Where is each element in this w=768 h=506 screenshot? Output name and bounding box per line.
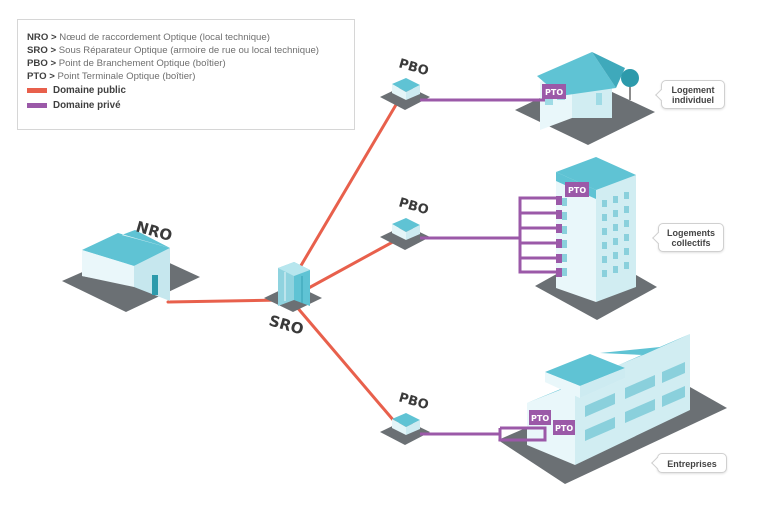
pbo-box-bottom [380, 413, 430, 445]
pbo-box-top [380, 78, 430, 110]
pto-label-office-1: PTO [531, 414, 549, 423]
legend-private: Domaine privé [27, 98, 354, 113]
pto-label-house: PTO [545, 88, 563, 97]
legend-text: Point Terminale Optique (boîtier) [57, 71, 196, 82]
cable-sro-pbo-top [294, 96, 402, 276]
sro-cabinet [264, 262, 322, 312]
pbo-top-label: PBO [397, 56, 430, 79]
pbo-box-mid [380, 218, 430, 250]
private-swatch [27, 103, 47, 108]
cable-nro-sro [166, 298, 285, 304]
callout-house-line2: individuel [671, 95, 714, 105]
callout-tower-line1: Logements [666, 228, 715, 238]
legend-abbr: PTO [27, 71, 47, 82]
pto-house [542, 84, 566, 99]
public-cables [166, 96, 402, 430]
pto-tower [565, 182, 589, 197]
pbo-mid-label: PBO [397, 195, 430, 218]
sro-label: SRO [267, 312, 306, 339]
legend-row-pto: PTO > Point Terminale Optique (boîtier) [27, 70, 354, 83]
legend-abbr: SRO [27, 45, 48, 56]
legend-public-label: Domaine public [53, 85, 126, 96]
legend-row-sro: SRO > Sous Réparateur Optique (armoire d… [27, 44, 354, 57]
nro-building [62, 230, 200, 312]
legend-arrow: > [50, 45, 57, 56]
tower-building [535, 157, 657, 320]
pto-office-1 [529, 410, 551, 425]
cable-sro-pbo-mid [303, 236, 402, 292]
pbo-bottom-label: PBO [397, 390, 430, 413]
legend-text: Nœud de raccordement Optique (local tech… [59, 32, 270, 43]
pto-boxes [529, 84, 589, 435]
pto-label-tower: PTO [568, 186, 586, 195]
legend-row-pbo: PBO > Point de Branchement Optique (boît… [27, 57, 354, 70]
legend-arrow: > [51, 32, 57, 43]
legend-abbr: NRO [27, 32, 49, 43]
private-cables [420, 98, 558, 442]
legend-row-nro: NRO > Nœud de raccordement Optique (loca… [27, 31, 354, 44]
legend-private-label: Domaine privé [53, 100, 121, 111]
cable-sro-pbo-bottom [294, 304, 402, 430]
legend: NRO > Nœud de raccordement Optique (loca… [17, 19, 355, 130]
legend-text: Point de Branchement Optique (boîtier) [58, 58, 226, 69]
legend-abbr: PBO [27, 58, 48, 69]
public-swatch [27, 88, 47, 93]
cable-tower-riser [518, 196, 558, 274]
callout-office: Entreprises [651, 453, 727, 473]
callout-house: Logement individuel [655, 80, 725, 109]
legend-arrow: > [49, 71, 55, 82]
legend-arrow: > [50, 58, 57, 69]
legend-public: Domaine public [27, 83, 354, 98]
callout-office-label: Entreprises [667, 459, 717, 469]
callout-tower-line2: collectifs [671, 238, 711, 248]
pto-office-2 [553, 420, 575, 435]
callout-tower: Logements collectifs [652, 223, 724, 252]
callout-house-line1: Logement [671, 85, 715, 95]
legend-text: Sous Réparateur Optique (armoire de rue … [58, 45, 319, 56]
pto-label-office-2: PTO [555, 424, 573, 433]
